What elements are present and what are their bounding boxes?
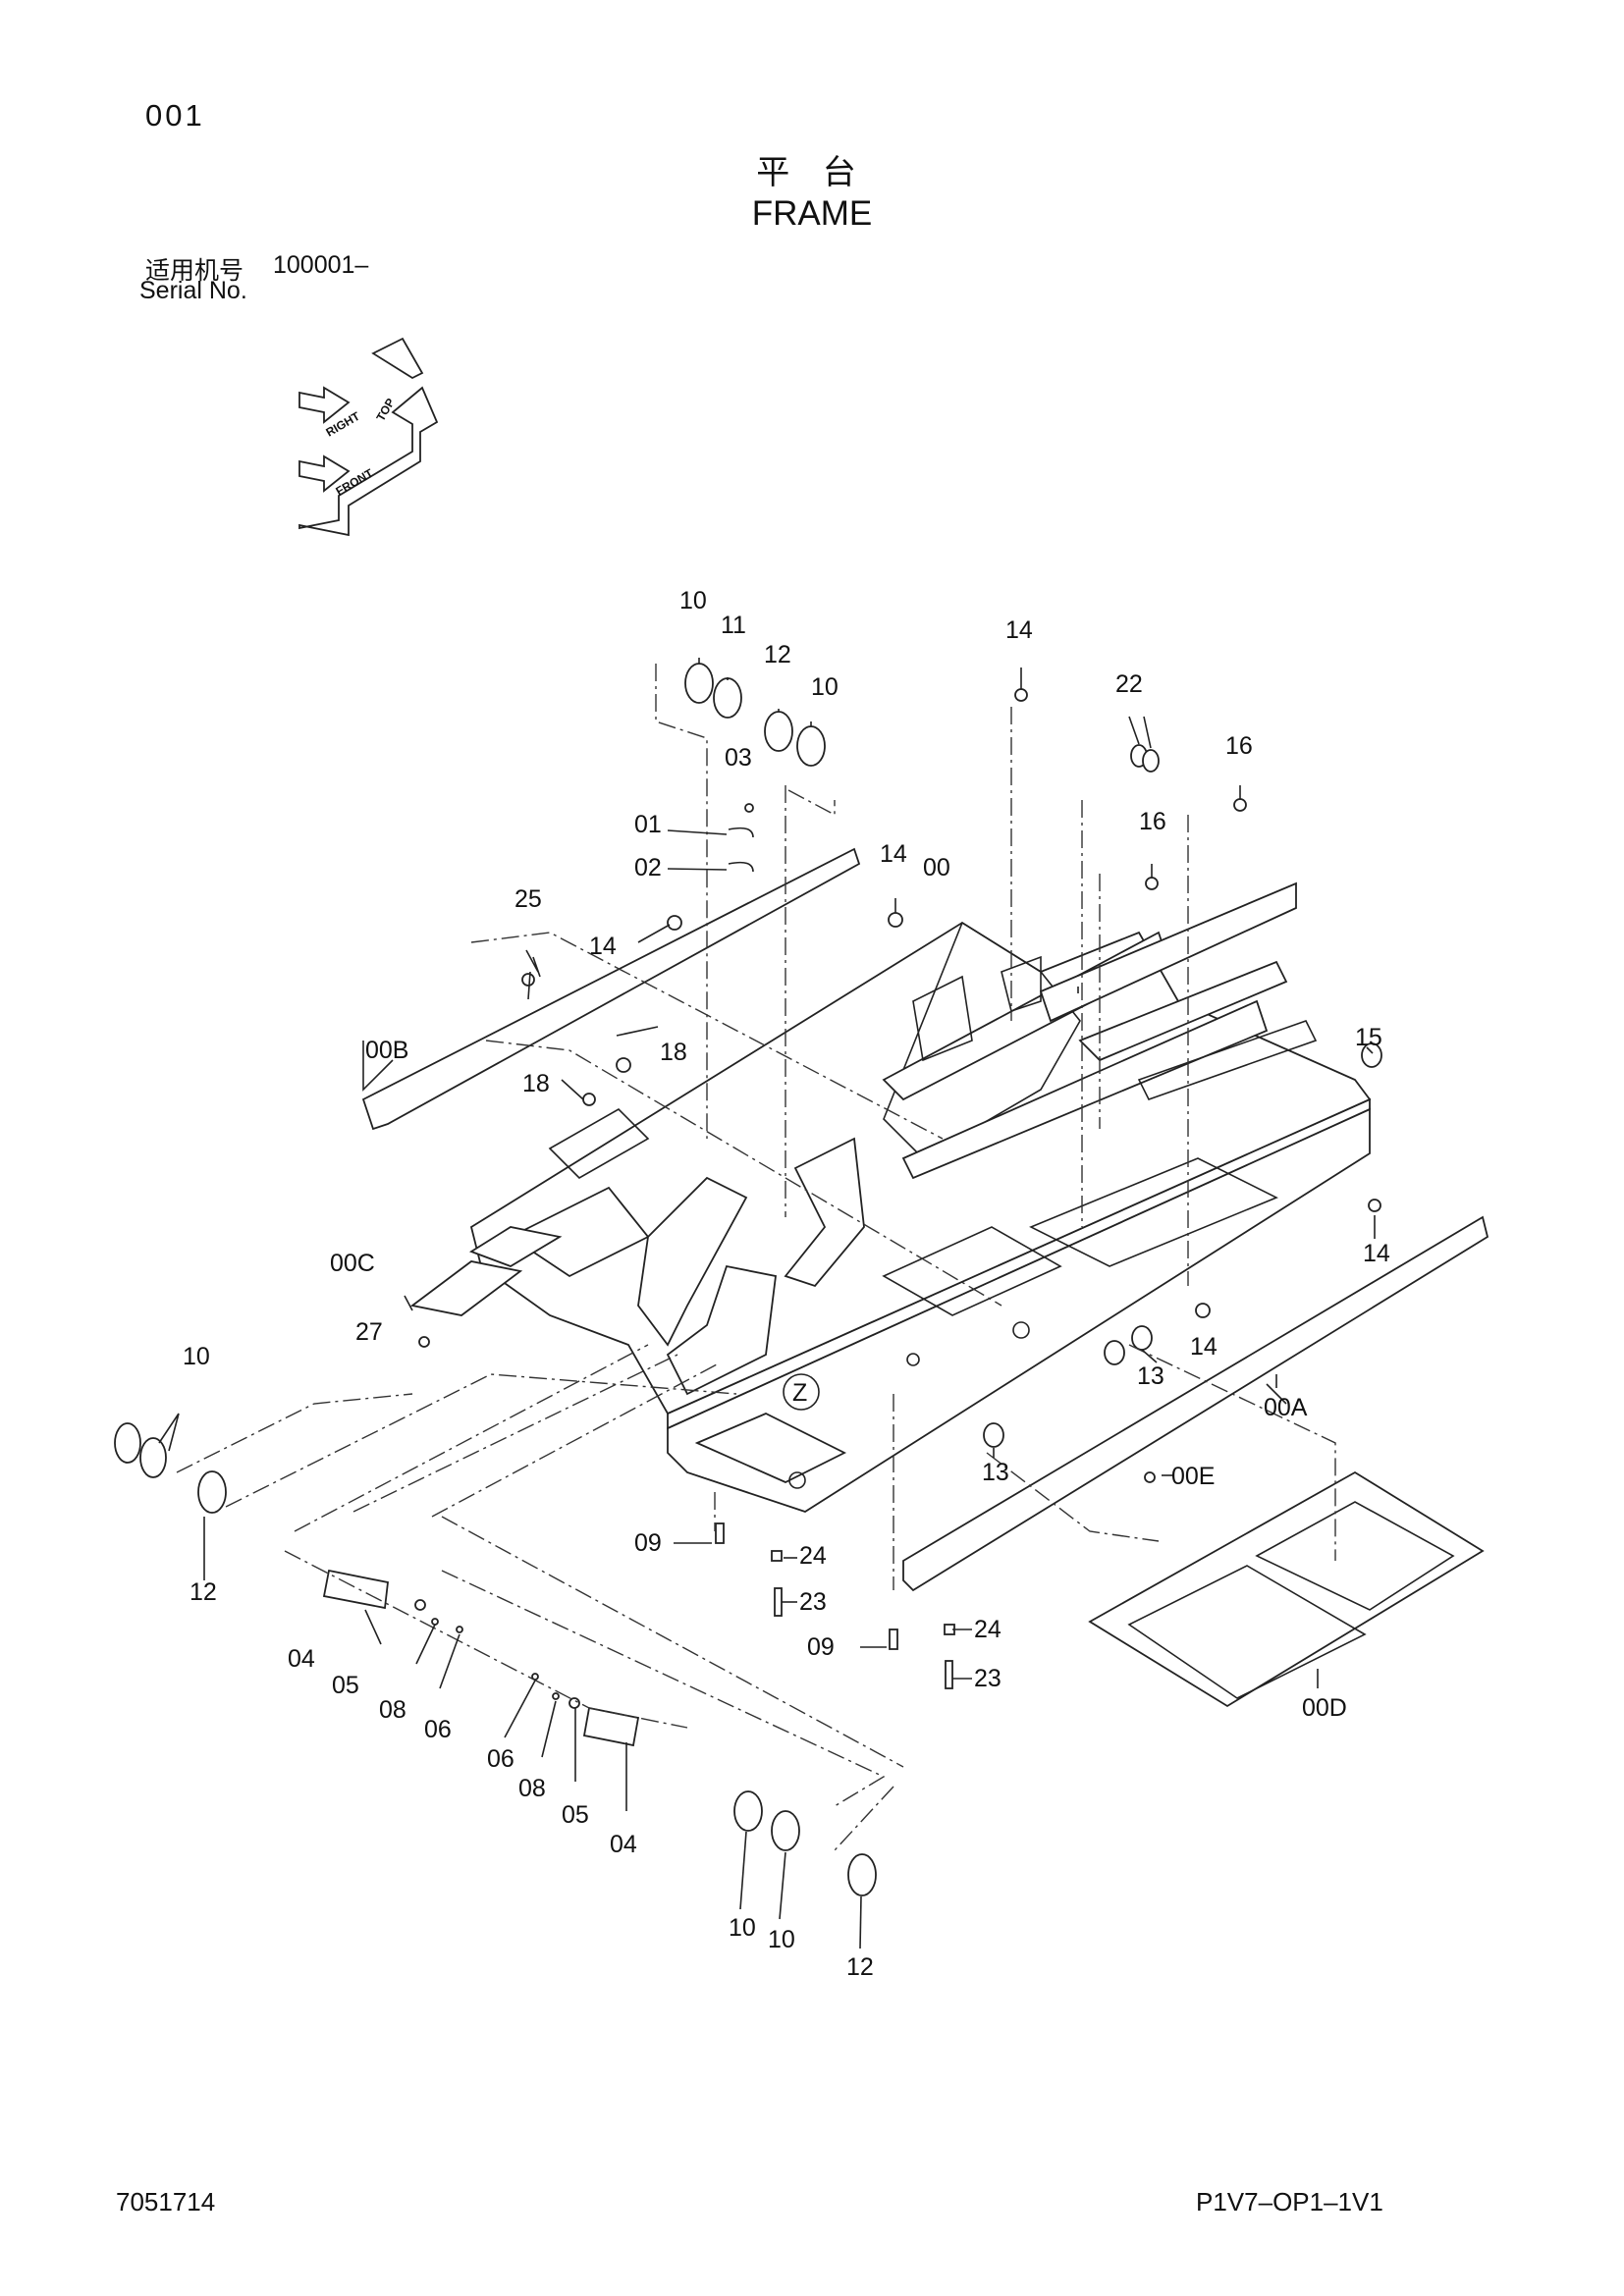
main-frame	[469, 881, 1372, 1513]
callout-label: 11	[721, 612, 746, 639]
callout-label: 04	[610, 1831, 637, 1858]
callout-label: 13	[982, 1459, 1009, 1486]
callout-label: 00A	[1264, 1394, 1308, 1421]
callout-label: 15	[1355, 1024, 1382, 1051]
orientation-arrows: TOP RIGHT FRONT	[298, 337, 439, 537]
callout-label: 14	[1190, 1333, 1218, 1361]
pin-04-right	[582, 1706, 640, 1747]
callout-label: 18	[522, 1070, 550, 1097]
callout-label: Z	[792, 1379, 807, 1407]
callout-label: 12	[189, 1578, 217, 1606]
callout-label: 27	[355, 1318, 383, 1346]
callout-label: 00	[923, 854, 950, 881]
callout-label: 02	[634, 854, 662, 881]
document-number: 7051714	[116, 2187, 216, 2216]
callout-label: 16	[1225, 732, 1253, 760]
under-cover-00D	[1088, 1470, 1485, 1708]
callout-label: 13	[1137, 1362, 1164, 1390]
step-plate-upper	[468, 1226, 563, 1267]
arrow-label-top: TOP	[373, 396, 397, 423]
callout-labels: 10 11 12 10 03 01 02 14 22 16 16 14 00 2…	[183, 587, 1390, 1981]
rail-00A	[902, 1215, 1489, 1592]
callout-label: 06	[424, 1716, 452, 1743]
assembly-lines	[176, 664, 1336, 1851]
callout-label: 23	[974, 1665, 1001, 1692]
callout-label: 00C	[330, 1250, 375, 1277]
callout-label: 10	[183, 1343, 210, 1370]
callout-label: 01	[634, 811, 662, 838]
callout-label: 00E	[1171, 1463, 1215, 1490]
callout-label: 10	[679, 587, 707, 614]
leader-lines	[158, 658, 1376, 1949]
callout-label: 00D	[1302, 1694, 1347, 1722]
callout-label: 14	[1363, 1240, 1390, 1267]
callout-label: 09	[807, 1633, 835, 1661]
callout-label: 22	[1115, 670, 1143, 698]
callout-label: 18	[660, 1039, 687, 1066]
callout-label: 24	[799, 1542, 827, 1570]
callout-label: 00B	[365, 1037, 408, 1064]
callout-label: 10	[811, 673, 839, 701]
title-english: FRAME	[751, 194, 873, 233]
page-number: 001	[145, 98, 205, 133]
callout-label: 14	[589, 933, 617, 960]
callout-label: 08	[518, 1775, 546, 1802]
callout-label: 24	[974, 1616, 1001, 1643]
callout-label: 12	[846, 1953, 874, 1981]
document-code: P1V7–OP1–1V1	[1196, 2187, 1383, 2216]
callout-label: 12	[764, 641, 791, 668]
title-chinese: 平 台	[756, 154, 868, 191]
callout-label: 09	[634, 1529, 662, 1557]
callout-label: 10	[768, 1926, 795, 1953]
callout-label: 05	[332, 1672, 359, 1699]
callout-label: 10	[729, 1914, 756, 1942]
rail-00B	[361, 847, 861, 1131]
callout-label: 05	[562, 1801, 589, 1829]
plates	[114, 663, 877, 1896]
callout-label: 16	[1139, 808, 1166, 835]
zone-marker-circle	[783, 1373, 820, 1411]
serial-label-english: Serial No.	[139, 277, 247, 304]
callout-label: 25	[514, 885, 542, 913]
serial-value: 100001–	[273, 251, 369, 279]
callout-label: 14	[1005, 616, 1033, 644]
callout-label: 08	[379, 1696, 406, 1724]
callout-label: 04	[288, 1645, 315, 1673]
callout-label: 03	[725, 744, 752, 772]
callout-label: 06	[487, 1745, 514, 1773]
serial-label-chinese: 适用机号	[145, 257, 244, 285]
callout-label: 14	[880, 840, 907, 868]
step-plate-00C	[409, 1260, 523, 1316]
callout-label: 23	[799, 1588, 827, 1616]
